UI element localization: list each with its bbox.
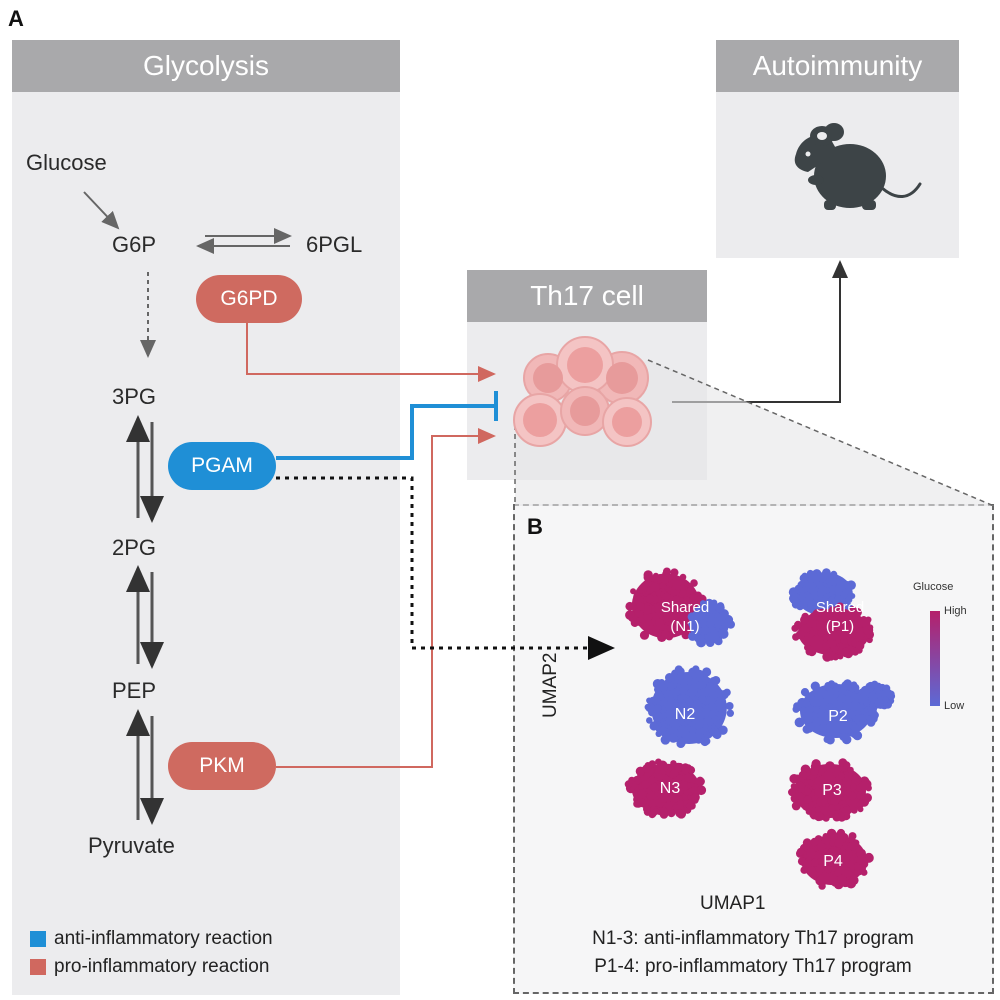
umap-clusters [624,567,896,890]
g6p-label: G6P [112,232,157,257]
caption-p-program: P1-4: pro-inflammatory Th17 program [594,956,912,977]
cluster-p2 [792,679,879,745]
legend-pro-label: pro-inflammatory reaction [54,956,270,977]
panel-a-label: A [8,6,24,31]
pkm-to-th17-connector [276,428,496,768]
cluster-label-shared-p1: Shared (P1) [815,599,865,635]
cluster-p4 [796,828,874,890]
mouse-icon [794,123,922,210]
th17-cell-cluster [513,336,652,447]
panel-b-label: B [527,514,543,539]
cluster-label-n3: N3 [659,780,681,797]
cluster-p3 [788,758,872,822]
cluster-label-n2: N2 [674,706,696,723]
2pg-label: 2PG [112,535,157,560]
th17-title: Th17 cell [467,270,707,322]
umap-plot [624,567,940,890]
legend-anti-swatch [30,931,46,947]
pkm-enzyme: PKM [168,742,276,790]
g6pd-enzyme: G6PD [196,275,302,323]
autoimmunity-title: Autoimmunity [716,40,959,92]
glucose-colorbar [930,611,940,706]
caption-n-program: N1-3: anti-inflammatory Th17 program [592,928,914,949]
glucose-label: Glucose [26,150,107,175]
cluster-shared-n1-blue [687,598,735,648]
pep-label: PEP [112,678,157,703]
umap-panel [513,504,994,994]
umap-xlabel: UMAP1 [700,893,766,914]
th17-cells [513,336,652,447]
legend-pro: pro-inflammatory reaction [30,956,269,978]
3pg-label: 3PG [112,384,157,409]
cluster-n3 [624,758,707,819]
cluster-label-shared-n1: Shared (N1) [660,599,710,635]
g6pd-to-th17-connector [246,323,496,382]
cluster-label-p2: P2 [828,708,848,725]
colorbar-low: Low [944,700,965,712]
glycolysis-panel [12,40,400,995]
cluster-shared-p1-magenta [791,602,874,662]
colorbar-high: High [944,605,967,617]
cluster-n2 [644,665,734,748]
pgam-to-th17-inhibition [276,404,494,460]
umap-ylabel: UMAP2 [540,652,561,718]
pgam-to-umap-dotted [276,476,615,660]
cluster-label-p4: P4 [823,853,843,870]
colorbar-title: Glucose [913,581,954,593]
pyruvate-label: Pyruvate [88,833,175,858]
6pgl-label: 6PGL [306,232,363,257]
glucose-to-g6p-arrow [83,191,120,230]
cluster-p2-tail [856,680,896,714]
legend-pro-swatch [30,959,46,975]
cluster-label-p3: P3 [822,782,842,799]
legend-anti-label: anti-inflammatory reaction [54,928,273,949]
glycolysis-title: Glycolysis [12,40,400,92]
cluster-shared-n1-magenta [625,567,707,642]
legend-anti: anti-inflammatory reaction [30,928,273,950]
pgam-enzyme: PGAM [168,442,276,490]
